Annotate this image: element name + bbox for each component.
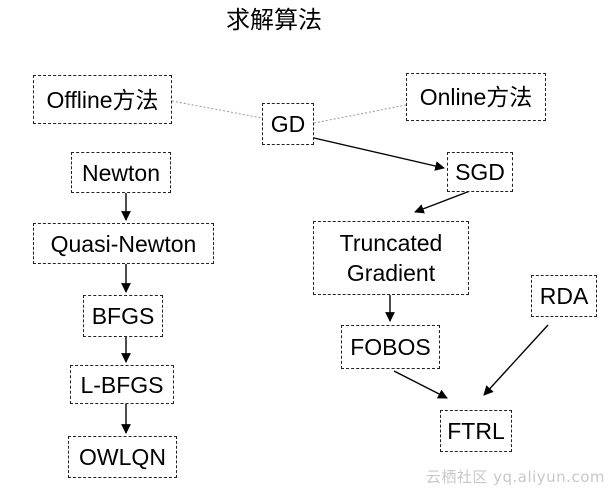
node-sgd-label: SGD [455,159,505,185]
edge-gd-online [313,104,407,124]
edge-offline-gd [171,100,263,119]
node-newton-label: Newton [82,159,160,186]
node-bfgs: BFGS [83,295,163,337]
node-online-label: Online方法 [419,84,533,110]
arrow-gd-sgd [313,137,445,171]
node-offline: Offline方法 [33,75,172,124]
node-ftrl: FTRL [440,410,512,452]
node-truncated-line2: Gradient [346,260,436,286]
node-fobos: FOBOS [341,325,440,369]
node-truncated-gradient: Truncated Gradient [313,221,469,295]
node-owlqn-label: OWLQN [79,444,166,470]
node-owlqn: OWLQN [68,436,177,478]
node-lbfgs: L-BFGS [70,365,174,404]
node-rda-label: RDA [539,283,589,309]
watermark-text: 云栖社区 yq.aliyun.com [425,468,605,486]
node-gd: GD [262,103,314,145]
node-rda: RDA [531,275,597,317]
arrow-fobos-ftrl [393,370,448,399]
node-fobos-label: FOBOS [350,334,431,360]
node-sgd: SGD [447,152,513,192]
node-ftrl-label: FTRL [447,418,505,444]
node-truncated-line1: Truncated [339,230,443,256]
node-newton: Newton [71,152,171,193]
node-lbfgs-label: L-BFGS [80,371,164,398]
node-quasi-newton-label: Quasi-Newton [50,230,197,257]
node-gd-label: GD [270,111,306,137]
node-bfgs-label: BFGS [91,303,155,329]
node-quasi-newton: Quasi-Newton [33,223,214,264]
arrow-rda-ftrl [483,324,549,396]
diagram-title: 求解算法 [226,6,322,34]
arrow-sgd-truncated [414,190,471,214]
node-offline-label: Offline方法 [46,86,159,113]
node-online: Online方法 [406,73,546,121]
